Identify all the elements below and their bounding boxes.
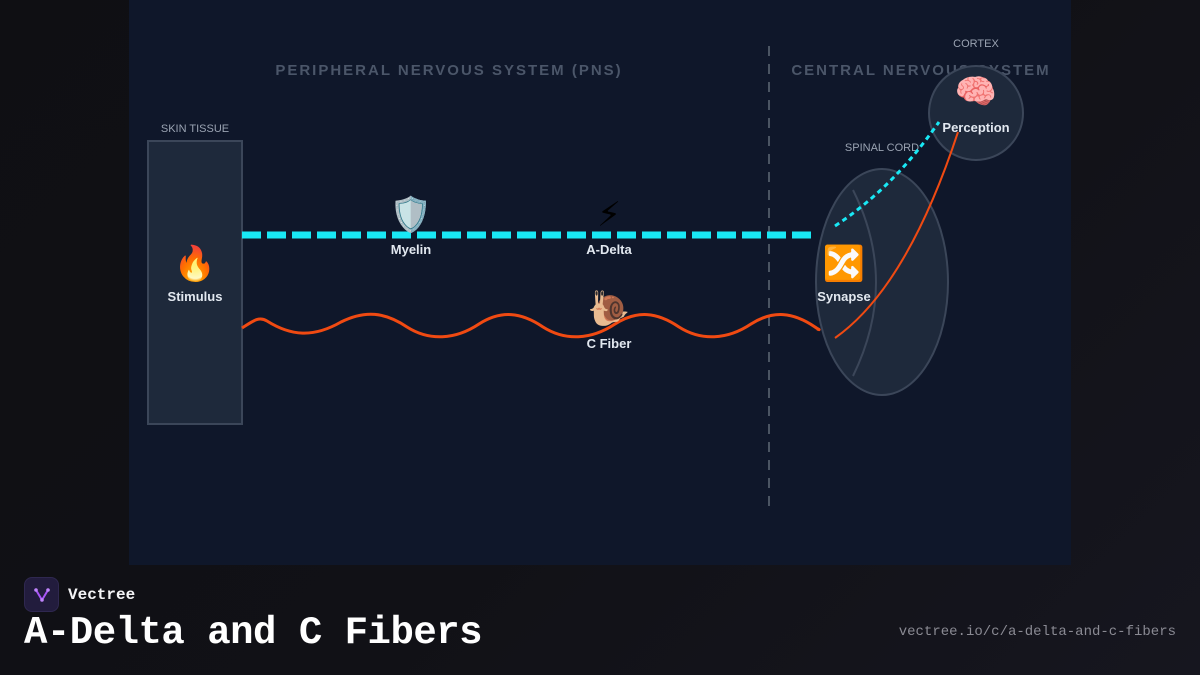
shuffle-icon: 🔀 bbox=[823, 244, 865, 284]
page-url-link[interactable]: vectree.io/c/a-delta-and-c-fibers bbox=[898, 624, 1176, 640]
pns-section-title: PERIPHERAL NERVOUS SYSTEM (PNS) bbox=[275, 62, 622, 79]
pain-pathway-diagram: PERIPHERAL NERVOUS SYSTEM (PNS) CENTRAL … bbox=[147, 38, 1050, 510]
spinal-cord-caption: SPINAL CORD bbox=[845, 142, 919, 154]
cortex-caption: CORTEX bbox=[953, 38, 999, 50]
fire-icon: 🔥 bbox=[174, 244, 216, 284]
brand-name: Vectree bbox=[68, 585, 136, 604]
c-fiber-label: C Fiber bbox=[587, 336, 632, 351]
spinal-cord-shape bbox=[815, 168, 949, 396]
synapse-label: Synapse bbox=[817, 289, 870, 304]
stimulus-label: Stimulus bbox=[168, 289, 223, 304]
vectree-logo-mark bbox=[33, 587, 50, 602]
myelin-label: Myelin bbox=[391, 242, 432, 257]
brain-icon: 🧠 bbox=[955, 72, 997, 112]
page-title: A-Delta and C Fibers bbox=[24, 611, 483, 655]
cns-section-title: CENTRAL NERVOUS SYSTEM bbox=[791, 62, 1050, 79]
c-fiber-ascending-path bbox=[834, 131, 959, 339]
skin-tissue-caption: SKIN TISSUE bbox=[161, 123, 229, 135]
c-fiber-line bbox=[241, 312, 821, 339]
spinal-cord-inner-line bbox=[852, 189, 877, 377]
lightning-icon: ⚡ bbox=[597, 195, 621, 235]
vectree-logo-icon bbox=[24, 577, 59, 612]
a-delta-label: A-Delta bbox=[586, 242, 632, 257]
cortex-circle bbox=[928, 65, 1024, 161]
diagram-panel: PERIPHERAL NERVOUS SYSTEM (PNS) CENTRAL … bbox=[129, 0, 1071, 565]
a-delta-ascending-path bbox=[834, 121, 941, 228]
shield-icon: 🛡️ bbox=[390, 195, 432, 235]
perception-label: Perception bbox=[942, 120, 1009, 135]
brand-block[interactable]: Vectree bbox=[24, 577, 135, 612]
snail-icon: 🐌 bbox=[588, 289, 630, 329]
skin-tissue-box bbox=[147, 140, 243, 425]
